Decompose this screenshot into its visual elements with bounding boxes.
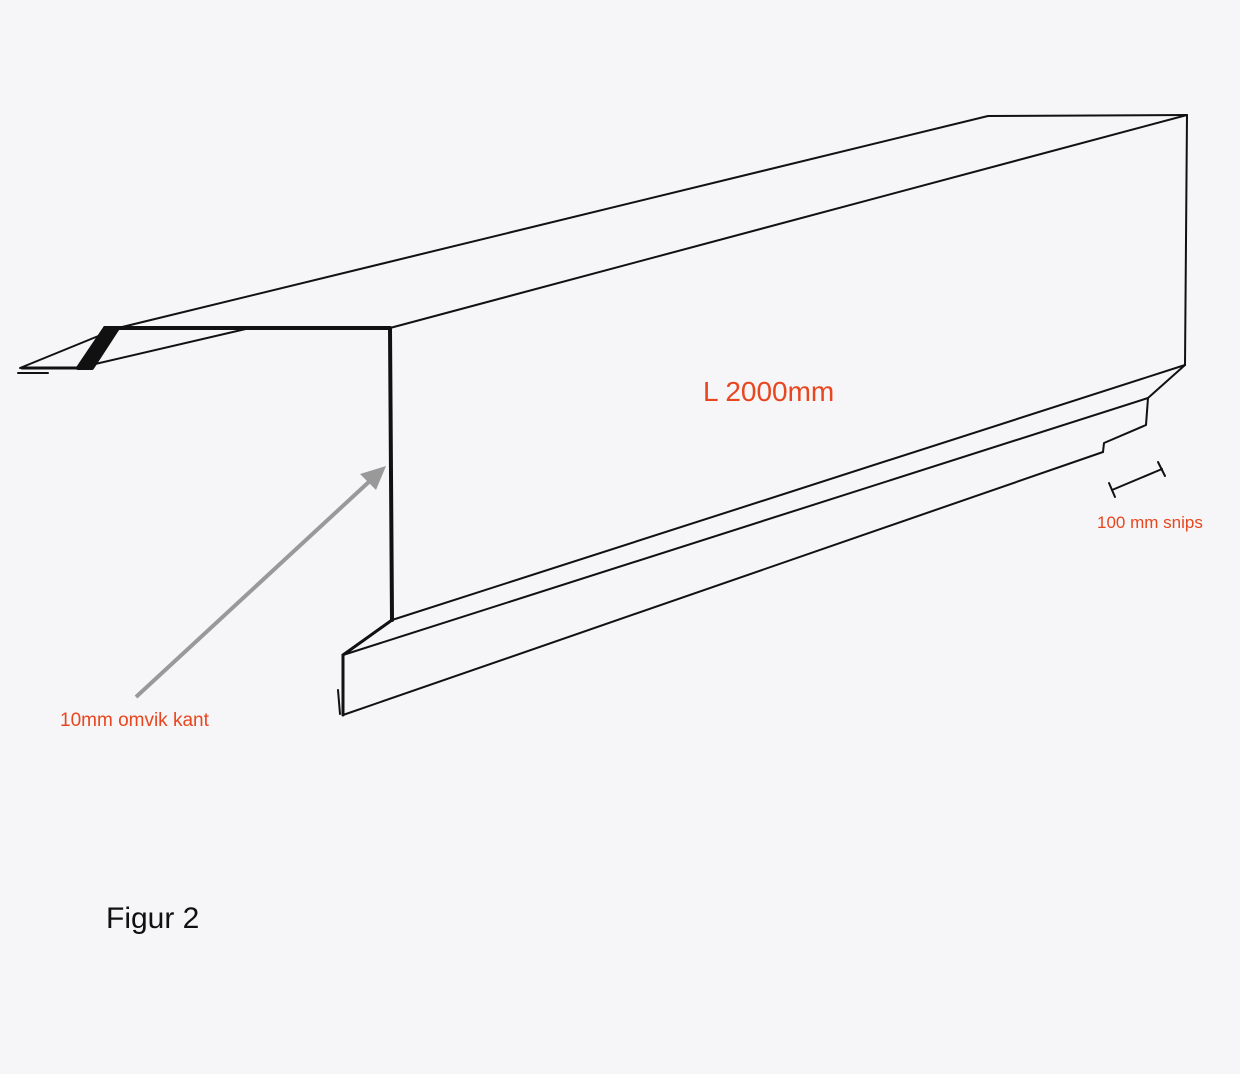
face-and-drip <box>337 114 1188 717</box>
fold-edge-label: 10mm omvik kant <box>60 710 209 731</box>
length-label: L 2000mm <box>703 376 835 407</box>
front-edges <box>20 326 394 622</box>
snips-label: 100 mm snips <box>1097 513 1203 532</box>
arrow <box>134 466 386 699</box>
top-surface <box>19 114 1188 369</box>
figure-caption: Figur 2 <box>106 902 200 935</box>
snips-dimension <box>1108 461 1166 498</box>
